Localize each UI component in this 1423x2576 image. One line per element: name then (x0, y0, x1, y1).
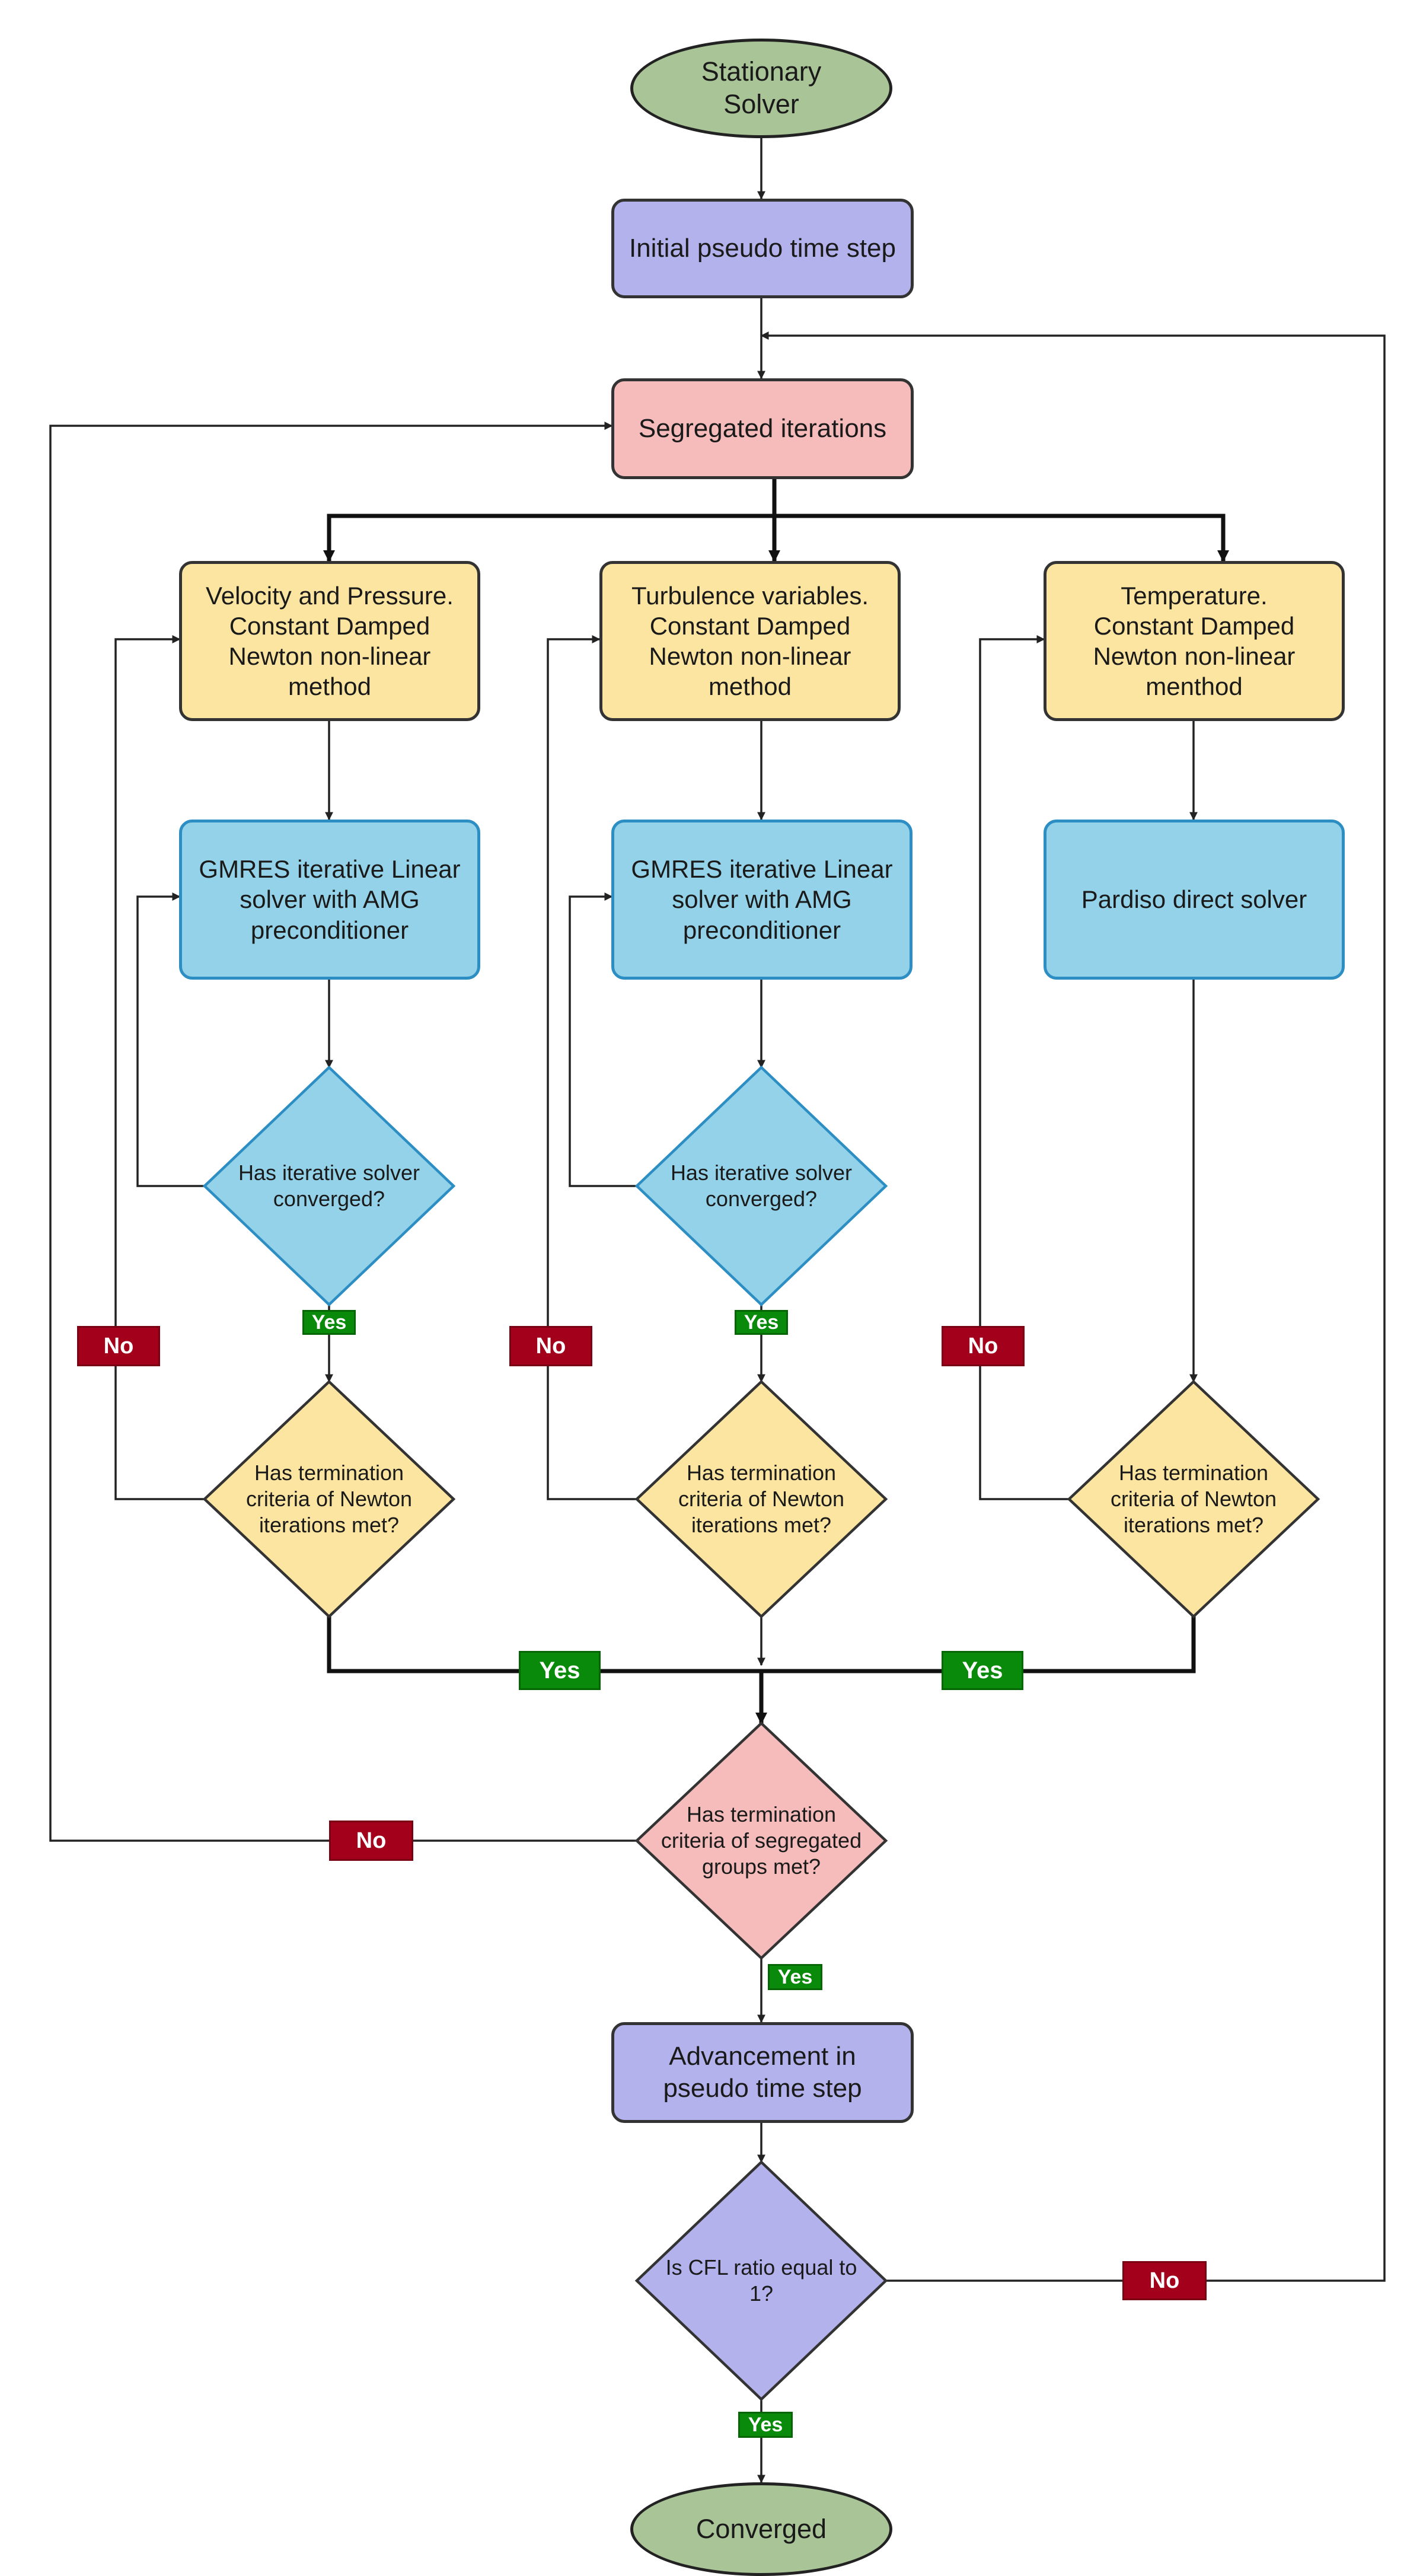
diamond-iterative-converged-1 (202, 1065, 456, 1307)
diamond-cfl-ratio (634, 2160, 888, 2402)
edge-newton3-no-loop (979, 635, 1069, 1500)
edge-q1-no-loop (136, 892, 205, 1187)
initial-pseudo-time-step-box[interactable]: Initial pseudo time step (611, 199, 914, 298)
temperature-box[interactable]: Temperature. Constant Damped Newton non-… (1044, 561, 1345, 721)
diamond-iterative-converged-2 (634, 1065, 888, 1307)
edge-branch-to-temperature (774, 514, 1229, 562)
connector-lines (49, 138, 1386, 2483)
edge-q2-no-loop (569, 892, 637, 1187)
yes-badge-merge-right: Yes (942, 1651, 1023, 1690)
yes-badge-cfl: Yes (738, 2412, 793, 2438)
start-terminal[interactable]: Stationary Solver (630, 39, 892, 138)
segregated-iterations-box[interactable]: Segregated iterations (611, 378, 914, 479)
pardiso-solver-box[interactable]: Pardiso direct solver (1044, 820, 1345, 980)
edge-newton1-no-loop (114, 635, 205, 1500)
yes-badge-converged-1: Yes (302, 1310, 356, 1335)
edge-newton2-no-loop (547, 635, 637, 1500)
gmres-solver-box-2[interactable]: GMRES iterative Linear solver with AMG p… (611, 820, 912, 980)
velocity-pressure-box[interactable]: Velocity and Pressure. Constant Damped N… (179, 561, 480, 721)
yes-badge-segregated: Yes (768, 1964, 822, 1990)
no-badge-newton-3: No (942, 1326, 1025, 1366)
no-badge-newton-2: No (509, 1326, 592, 1366)
no-badge-segregated: No (329, 1821, 413, 1861)
gmres-solver-box-1[interactable]: GMRES iterative Linear solver with AMG p… (179, 820, 480, 980)
decision-shapes (202, 1065, 1320, 2402)
diamond-newton-termination-3 (1067, 1379, 1320, 1619)
branch-merge-lines (323, 479, 1229, 1724)
edge-segregated-branch (323, 479, 777, 562)
yes-badge-converged-2: Yes (735, 1310, 788, 1335)
diamond-newton-termination-1 (202, 1379, 456, 1619)
yes-badge-merge-left: Yes (519, 1651, 601, 1690)
advancement-pseudo-time-step-box[interactable]: Advancement in pseudo time step (611, 2022, 914, 2123)
diamond-segregated-termination (634, 1721, 888, 1960)
end-terminal[interactable]: Converged (630, 2482, 892, 2576)
no-badge-newton-1: No (77, 1326, 160, 1366)
no-badge-cfl: No (1122, 2261, 1207, 2300)
diamond-newton-termination-2 (634, 1379, 888, 1619)
turbulence-variables-box[interactable]: Turbulence variables. Constant Damped Ne… (599, 561, 901, 721)
